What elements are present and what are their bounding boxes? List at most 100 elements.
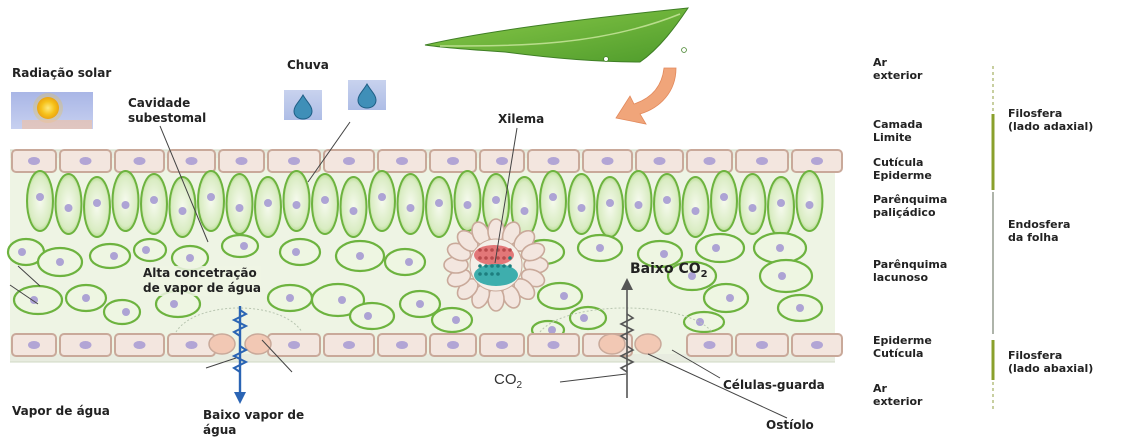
label-co2-text: CO xyxy=(494,371,517,388)
cell-nucleus xyxy=(720,193,728,201)
cell-nucleus xyxy=(447,341,459,349)
cell-nucleus xyxy=(396,341,408,349)
cell-nucleus xyxy=(447,157,459,165)
cell-nucleus xyxy=(777,199,785,207)
guard-cell xyxy=(245,334,271,354)
label-celulas-guarda: Células-guarda xyxy=(723,378,825,393)
cell-nucleus xyxy=(264,199,272,207)
cell-nucleus xyxy=(749,204,757,212)
label-radiacao-solar: Radiação solar xyxy=(12,66,111,81)
cell-nucleus xyxy=(28,157,40,165)
cell-nucleus xyxy=(93,199,101,207)
xylem-vessel xyxy=(490,248,494,252)
label-co2-subscript: 2 xyxy=(517,380,523,391)
cell-nucleus xyxy=(580,314,588,322)
cell-nucleus xyxy=(692,207,700,215)
cell-nucleus xyxy=(496,157,508,165)
cell-nucleus xyxy=(356,252,364,260)
label-baixo-co2-text: Baixo CO xyxy=(630,261,701,277)
cell-nucleus xyxy=(179,207,187,215)
cell-nucleus xyxy=(549,193,557,201)
cell-nucleus xyxy=(338,296,346,304)
cell-nucleus xyxy=(350,207,358,215)
label-endosfera: Endosfera da folha xyxy=(1008,218,1070,244)
cell-nucleus xyxy=(236,157,248,165)
cell-nucleus xyxy=(521,207,529,215)
guard-cell xyxy=(635,334,661,354)
xylem-vessel xyxy=(478,248,482,252)
cell-nucleus xyxy=(150,196,158,204)
cell-nucleus xyxy=(82,294,90,302)
cell-nucleus xyxy=(602,157,614,165)
cell-nucleus xyxy=(663,196,671,204)
xylem-vessel xyxy=(478,272,482,276)
cell-nucleus xyxy=(696,318,704,326)
label-cuticula-epiderme-top: Cutícula Epiderme xyxy=(873,156,932,182)
label-camada-limite: Camada Limite xyxy=(873,118,923,144)
label-filosfera-adaxial: Filosfera (lado adaxial) xyxy=(1008,107,1093,133)
label-ar-exterior-bottom: Ar exterior xyxy=(873,382,922,408)
cell-nucleus xyxy=(407,204,415,212)
cell-nucleus xyxy=(756,157,768,165)
cell-nucleus xyxy=(596,244,604,252)
cell-nucleus xyxy=(292,248,300,256)
cell-nucleus xyxy=(435,199,443,207)
label-baixo-co2: Baixo CO2 xyxy=(630,262,708,282)
cell-nucleus xyxy=(464,201,472,209)
xylem-vessel xyxy=(484,248,488,252)
cell-nucleus xyxy=(186,254,194,262)
cell-nucleus xyxy=(288,157,300,165)
cell-nucleus xyxy=(343,341,355,349)
cell-nucleus xyxy=(364,312,372,320)
guard-cell xyxy=(209,334,235,354)
cell-nucleus xyxy=(293,201,301,209)
cell-nucleus xyxy=(236,204,244,212)
sun-icon xyxy=(11,92,93,129)
label-parenquima-palicadico: Parênquima paliçádico xyxy=(873,193,947,219)
cell-nucleus xyxy=(548,157,560,165)
xylem-vessel xyxy=(490,272,494,276)
xylem-vessel xyxy=(490,264,494,268)
cell-nucleus xyxy=(80,157,92,165)
xylem-vessel xyxy=(478,256,482,260)
cell-nucleus xyxy=(452,316,460,324)
label-vapor-de-agua: Vapor de água xyxy=(12,404,110,419)
cell-nucleus xyxy=(660,250,668,258)
xylem-vessel xyxy=(484,264,488,268)
cell-nucleus xyxy=(286,294,294,302)
xylem-bundle xyxy=(444,219,548,311)
cell-nucleus xyxy=(18,248,26,256)
cell-nucleus xyxy=(405,258,413,266)
xylem-vessel xyxy=(496,264,500,268)
cell-nucleus xyxy=(492,196,500,204)
xylem-vessel xyxy=(484,272,488,276)
cell-nucleus xyxy=(396,157,408,165)
cell-nucleus xyxy=(635,201,643,209)
xylem-vessel xyxy=(508,248,512,252)
cell-nucleus xyxy=(712,244,720,252)
cell-nucleus xyxy=(704,341,716,349)
cell-nucleus xyxy=(122,201,130,209)
cell-nucleus xyxy=(65,204,73,212)
xylem-vessel xyxy=(484,256,488,260)
cell-nucleus xyxy=(56,258,64,266)
xylem-vessel xyxy=(502,264,506,268)
cell-nucleus xyxy=(134,157,146,165)
xylem-vessel xyxy=(508,264,512,268)
label-baixo-co2-subscript: 2 xyxy=(701,269,708,280)
cell-nucleus xyxy=(560,292,568,300)
zoom-arrow-icon xyxy=(616,68,676,124)
cell-nucleus xyxy=(811,157,823,165)
label-chuva: Chuva xyxy=(287,58,329,73)
cell-nucleus xyxy=(288,341,300,349)
cell-nucleus xyxy=(548,326,556,334)
cell-nucleus xyxy=(321,196,329,204)
cell-nucleus xyxy=(756,341,768,349)
cell-nucleus xyxy=(186,157,198,165)
cell-nucleus xyxy=(186,341,198,349)
cell-nucleus xyxy=(704,157,716,165)
cell-nucleus xyxy=(207,193,215,201)
cell-nucleus xyxy=(796,304,804,312)
cell-nucleus xyxy=(578,204,586,212)
label-co2: CO2 xyxy=(494,372,522,393)
